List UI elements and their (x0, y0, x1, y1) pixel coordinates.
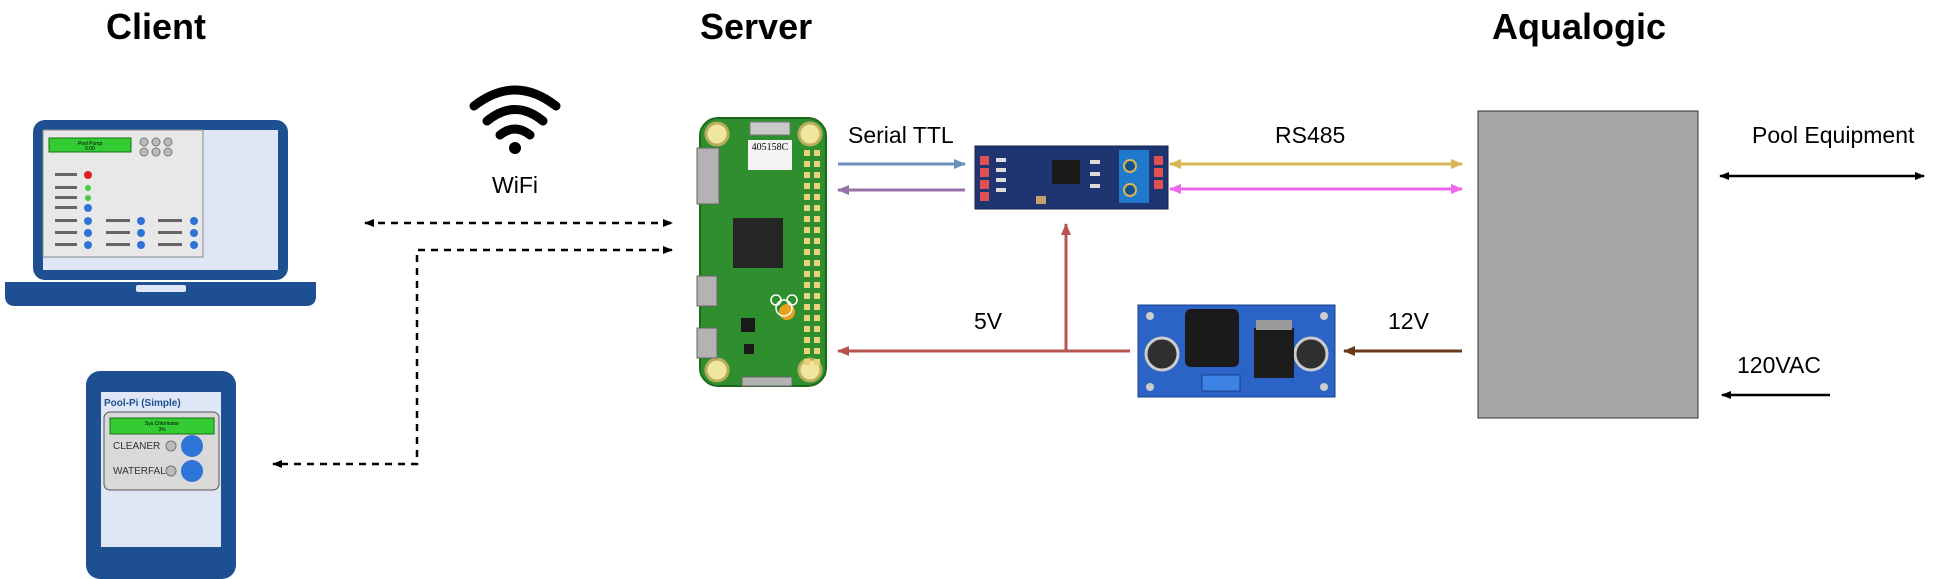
rs485-label: RS485 (1275, 122, 1346, 148)
gpio-pin (804, 337, 810, 343)
server-title: Server (700, 6, 813, 47)
gpio-pin (814, 150, 820, 156)
wifi-icon (469, 85, 561, 154)
gpio-pin (814, 205, 820, 211)
gpio-pin (804, 271, 810, 277)
twelve-v-label: 12V (1388, 308, 1429, 334)
phone-icon: Pool-Pi (Simple) Sys.Chlorinator 3% CLEA… (86, 371, 236, 579)
pi-chip-label: 405158C (752, 142, 789, 153)
gpio-pin (814, 359, 820, 365)
raspberry-pi-board: 405158C (696, 117, 827, 387)
laptop-display-line2: 0:00 (85, 146, 95, 152)
laptop-display-line1: Pool Pump (78, 141, 103, 147)
rs485-module (974, 145, 1169, 210)
laptop-screen-app: Pool Pump 0:00 (42, 129, 204, 258)
gpio-pin (814, 260, 820, 266)
gpio-pin (814, 216, 820, 222)
gpio-pin (804, 260, 810, 266)
gpio-pin (804, 293, 810, 299)
pi-gpio-header (804, 150, 820, 365)
gpio-pin (804, 205, 810, 211)
gpio-pin (804, 194, 810, 200)
gpio-pin (804, 161, 810, 167)
gpio-pin (814, 194, 820, 200)
aqualogic-title: Aqualogic (1492, 6, 1667, 47)
ac-label: 120VAC (1737, 352, 1821, 378)
gpio-pin (804, 348, 810, 354)
gpio-pin (804, 150, 810, 156)
gpio-pin (804, 359, 810, 365)
phone-row-waterfall-label: WATERFALL (113, 466, 172, 477)
gpio-pin (814, 227, 820, 233)
gpio-pin (804, 227, 810, 233)
gpio-pin (804, 282, 810, 288)
phone-app-title: Pool-Pi (Simple) (104, 398, 181, 409)
gpio-pin (814, 304, 820, 310)
gpio-pin (814, 282, 820, 288)
pool-equipment-label: Pool Equipment (1752, 122, 1915, 148)
wifi-links (272, 219, 673, 468)
gpio-pin (804, 315, 810, 321)
gpio-pin (814, 348, 820, 354)
serial-ttl-label: Serial TTL (848, 122, 954, 148)
laptop-icon: Pool Pump 0:00 (5, 120, 316, 306)
buck-converter (1137, 304, 1336, 398)
gpio-pin (814, 315, 820, 321)
gpio-pin (804, 326, 810, 332)
gpio-pin (804, 183, 810, 189)
phone-display-line2: 3% (158, 427, 166, 433)
phone-display-line1: Sys.Chlorinator (145, 421, 180, 427)
gpio-pin (814, 337, 820, 343)
gpio-pin (804, 238, 810, 244)
phone-row-cleaner-label: CLEANER (113, 441, 160, 452)
gpio-pin (804, 216, 810, 222)
gpio-pin (804, 172, 810, 178)
gpio-pin (814, 326, 820, 332)
client-title: Client (106, 6, 207, 47)
gpio-pin (814, 183, 820, 189)
five-v-label: 5V (974, 308, 1003, 334)
gpio-pin (814, 238, 820, 244)
gpio-pin (814, 271, 820, 277)
gpio-pin (804, 304, 810, 310)
aqualogic-box (1477, 110, 1699, 419)
wifi-label: WiFi (492, 172, 538, 198)
gpio-pin (804, 249, 810, 255)
gpio-pin (814, 293, 820, 299)
gpio-pin (814, 161, 820, 167)
gpio-pin (814, 172, 820, 178)
gpio-pin (814, 249, 820, 255)
